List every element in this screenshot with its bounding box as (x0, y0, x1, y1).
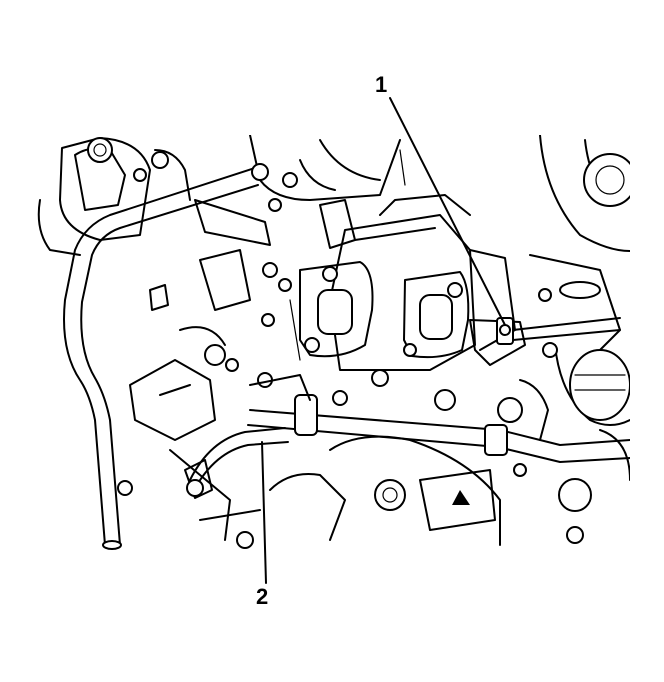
engine-components (37, 135, 630, 550)
leader-lines (261, 97, 506, 584)
misc-lines (179, 149, 549, 441)
exhaust-ports (299, 261, 470, 359)
turbo-housing (529, 135, 630, 426)
lower-engine (269, 429, 630, 546)
fuel-line-sensor (469, 317, 621, 366)
upper-left-actuator (37, 137, 191, 256)
wire-harness (129, 344, 289, 549)
lower-pipe (247, 389, 630, 463)
cylinder-head (329, 194, 516, 371)
leader-line-1 (389, 97, 506, 326)
intake-tube (249, 135, 401, 212)
leader-line-2 (261, 441, 267, 584)
callout-label-2: 2 (256, 584, 269, 609)
left-bent-tube (63, 167, 259, 550)
callout-label-1: 1 (375, 72, 388, 97)
